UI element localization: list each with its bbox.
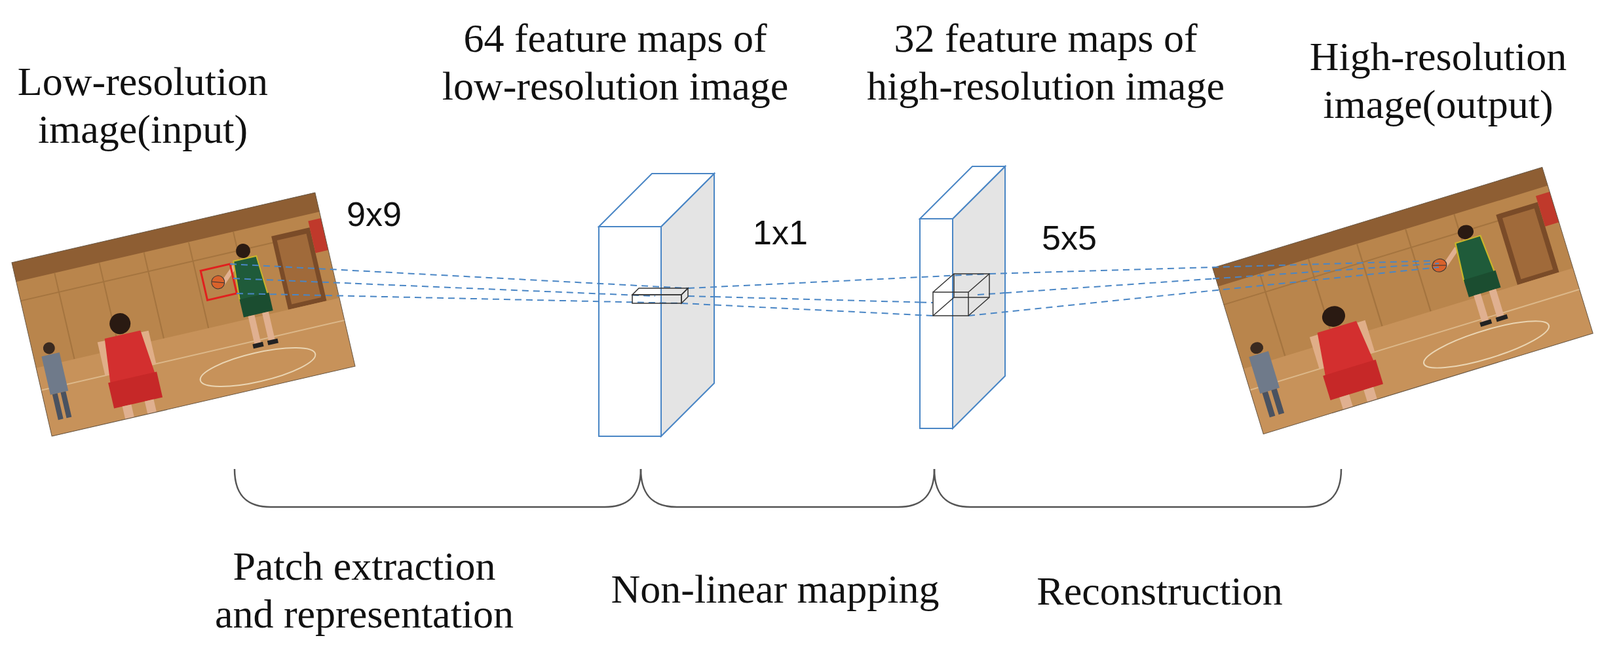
- stage-name: Non-linear mapping: [578, 565, 972, 614]
- feature-map-block: 64 feature maps of low-resolution image: [598, 173, 715, 437]
- block-shape: [598, 173, 715, 437]
- feature-cube: [933, 273, 990, 316]
- node-heading: 32 feature maps of high-resolution image: [855, 14, 1236, 111]
- stage-name: Patch extraction and representation: [207, 542, 522, 639]
- block-front: [598, 226, 662, 437]
- stage-brackets: [234, 469, 1342, 508]
- block-top: [598, 173, 715, 227]
- stage-bracket: [934, 469, 1342, 508]
- projection-line: [989, 260, 1435, 274]
- stage-bracket: [234, 469, 641, 508]
- image-panel: Low-resolution image(input): [11, 192, 356, 437]
- projection-connector: [714, 296, 920, 303]
- feature-cuboid: [632, 288, 688, 304]
- photo-scene: [1212, 167, 1593, 434]
- projection-line: [1212, 263, 1439, 280]
- projection-line: [968, 267, 1439, 316]
- projection-line: [229, 264, 688, 289]
- projection-connector: [1005, 279, 1213, 294]
- node-heading: 64 feature maps of low-resolution image: [431, 14, 799, 111]
- photo-border: [1212, 167, 1593, 434]
- image-panel: High-resolution image(output): [1212, 167, 1593, 435]
- projection-line: [598, 293, 656, 297]
- stage-name: Reconstruction: [995, 567, 1324, 616]
- kernel-size: 1x1: [714, 212, 846, 253]
- projection-line: [687, 273, 990, 289]
- projection-line: [687, 296, 715, 297]
- image-shape: [1212, 167, 1593, 435]
- projection-lines: [229, 260, 1439, 316]
- photo-border: [11, 192, 356, 437]
- node-heading: High-resolution image(output): [1294, 32, 1583, 129]
- photo-scene: [11, 192, 356, 437]
- block-top: [919, 166, 1006, 219]
- block-front: [919, 218, 953, 429]
- kernel-size: 9x9: [308, 194, 440, 234]
- image-shape: [11, 192, 356, 437]
- node-heading: Low-resolution image(input): [5, 57, 281, 154]
- projection-line: [233, 278, 356, 284]
- projection-line: [681, 303, 934, 316]
- patch-marker: [200, 264, 237, 301]
- projection-line: [977, 292, 1006, 295]
- kernel-size: 5x5: [1003, 218, 1135, 258]
- block-shape: [919, 166, 1006, 429]
- projection-line: [236, 293, 682, 304]
- feature-map-block: 32 feature maps of high-resolution image: [919, 166, 1006, 429]
- stage-bracket: [640, 469, 935, 508]
- projection-connector: [355, 283, 599, 295]
- projection-line: [919, 302, 934, 305]
